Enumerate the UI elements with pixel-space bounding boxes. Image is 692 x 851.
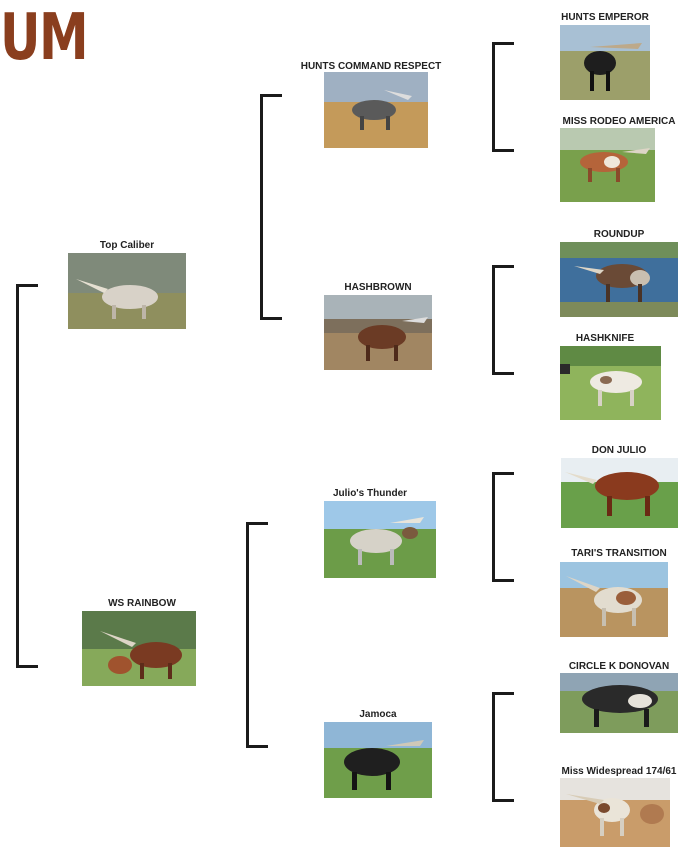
animal-photo — [560, 562, 668, 637]
animal-name: ROUNDUP — [593, 229, 645, 240]
animal-photo — [560, 673, 678, 733]
animal-name: WS RAINBOW — [108, 598, 176, 609]
animal-photo — [324, 501, 436, 578]
animal-photo — [560, 128, 655, 202]
bracket-gen3-3 — [492, 472, 514, 582]
animal-name: TARI'S TRANSITION — [571, 548, 667, 559]
animal-name: Top Caliber — [99, 240, 155, 251]
brand-logo: UM — [0, 1, 89, 75]
bracket-gen3-2 — [492, 265, 514, 375]
animal-photo — [324, 722, 432, 798]
animal-photo — [560, 346, 661, 420]
animal-photo — [82, 611, 196, 686]
animal-name: Jamoca — [359, 709, 397, 720]
animal-name: MISS RODEO AMERICA — [562, 116, 676, 127]
animal-name: HUNTS EMPEROR — [561, 12, 649, 23]
bracket-gen2-bottom — [246, 522, 268, 748]
animal-name: CIRCLE K DONOVAN — [568, 661, 670, 672]
animal-photo — [68, 253, 186, 329]
animal-photo — [560, 778, 670, 847]
bracket-gen2-top — [260, 94, 282, 320]
animal-photo — [560, 25, 650, 100]
animal-photo — [560, 242, 678, 317]
bracket-gen1 — [16, 284, 38, 668]
animal-name: HASHKNIFE — [575, 333, 635, 344]
bracket-gen3-1 — [492, 42, 514, 152]
bracket-gen3-4 — [492, 692, 514, 802]
animal-name: DON JULIO — [591, 445, 647, 456]
animal-photo — [561, 458, 678, 528]
animal-name: Miss Widespread 174/61 — [561, 766, 677, 777]
animal-photo — [324, 72, 428, 148]
animal-photo — [324, 295, 432, 370]
animal-name: HASHBROWN — [344, 282, 412, 293]
animal-name: HUNTS COMMAND RESPECT — [300, 61, 442, 72]
animal-name: Julio's Thunder — [332, 488, 408, 499]
